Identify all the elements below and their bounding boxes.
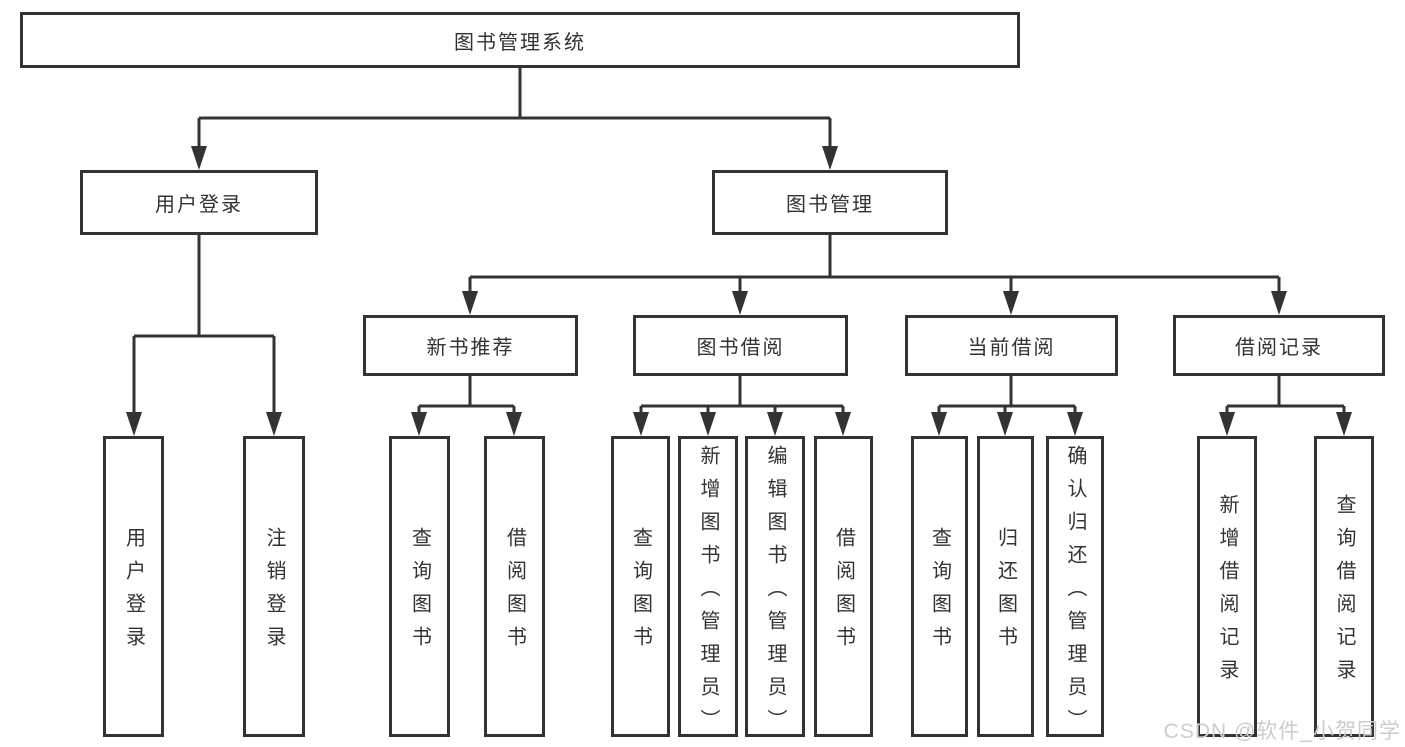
leaf-label: 归还图书 xyxy=(994,527,1017,659)
node-user-login: 用户登录 xyxy=(80,170,318,235)
arrowhead-icon xyxy=(191,146,207,170)
node-label: 新书推荐 xyxy=(426,337,515,359)
leaf-add-books-admin: 新增图书（管理员） xyxy=(678,436,738,742)
leaf-edit-books-admin: 编辑图书（管理员） xyxy=(745,436,805,742)
csdn-watermark: CSDN @软件_小贺同学 xyxy=(1163,720,1401,743)
arrowhead-icon xyxy=(700,412,716,436)
node-current-borrowing: 当前借阅 xyxy=(905,315,1118,376)
leaf-add-borrow-record: 新增借阅记录 xyxy=(1197,436,1257,737)
leaf-query-books-current: 查询图书 xyxy=(911,436,968,737)
connector-root-to-level2 xyxy=(191,68,838,170)
leaf-label: 新增图书（管理员） xyxy=(697,444,719,742)
arrowhead-icon xyxy=(1219,412,1235,436)
leaf-label: 借阅图书 xyxy=(832,527,855,659)
node-book-management: 图书管理 xyxy=(712,170,948,235)
connector-current-to-leaves xyxy=(931,376,1083,436)
leaf-label: 用户登录 xyxy=(122,527,145,659)
connector-line xyxy=(468,235,1281,295)
arrowhead-icon xyxy=(266,412,282,436)
connector-borrowing-to-leaves xyxy=(633,376,851,436)
connector-records-to-leaves xyxy=(1219,376,1352,436)
arrowhead-icon xyxy=(1336,412,1352,436)
connector-line xyxy=(197,68,832,150)
connector-line xyxy=(132,235,276,416)
arrowhead-icon xyxy=(633,412,649,436)
connector-line xyxy=(937,376,1077,416)
leaf-label: 注销登录 xyxy=(263,527,285,659)
node-root: 图书管理系统 xyxy=(20,12,1020,68)
leaf-label: 查询图书 xyxy=(629,527,652,659)
node-label: 图书管理系统 xyxy=(454,31,586,54)
connector-newbook-to-leaves xyxy=(411,376,522,436)
arrowhead-icon xyxy=(1067,412,1083,436)
leaf-label: 查询图书 xyxy=(408,527,431,659)
connector-userlogin-to-leaves xyxy=(126,235,282,436)
leaf-user-login: 用户登录 xyxy=(103,436,164,737)
node-label: 图书借阅 xyxy=(696,337,785,359)
leaf-label: 查询图书 xyxy=(928,527,951,659)
leaf-logout: 注销登录 xyxy=(243,436,305,737)
arrowhead-icon xyxy=(1003,291,1019,315)
node-label: 图书管理 xyxy=(786,194,874,216)
arrowhead-icon xyxy=(732,291,748,315)
arrowhead-icon xyxy=(411,412,427,436)
leaf-label: 确认归还（管理员） xyxy=(1064,444,1086,742)
connector-line xyxy=(417,376,516,416)
leaf-return-books: 归还图书 xyxy=(977,436,1034,737)
arrowhead-icon xyxy=(126,412,142,436)
leaf-borrow-books-borrowing: 借阅图书 xyxy=(814,436,873,737)
leaf-label: 查询借阅记录 xyxy=(1333,494,1355,692)
leaf-query-books-borrowing: 查询图书 xyxy=(611,436,670,737)
arrowhead-icon xyxy=(462,291,478,315)
arrowhead-icon xyxy=(822,146,838,170)
connector-line xyxy=(639,376,845,416)
leaf-label: 新增借阅记录 xyxy=(1216,494,1238,692)
arrowhead-icon xyxy=(506,412,522,436)
node-borrowing-records: 借阅记录 xyxy=(1173,315,1385,376)
node-book-borrowing: 图书借阅 xyxy=(633,315,848,376)
leaf-borrow-books-newrec: 借阅图书 xyxy=(484,436,545,737)
connector-line xyxy=(1225,376,1346,416)
arrowhead-icon xyxy=(1271,291,1287,315)
node-label: 借阅记录 xyxy=(1235,337,1323,359)
leaf-label: 编辑图书（管理员） xyxy=(764,444,786,742)
leaf-confirm-return-admin: 确认归还（管理员） xyxy=(1046,436,1104,742)
node-label: 用户登录 xyxy=(155,194,243,216)
arrowhead-icon xyxy=(931,412,947,436)
node-new-book-recommend: 新书推荐 xyxy=(363,315,578,376)
leaf-query-borrow-record: 查询借阅记录 xyxy=(1314,436,1374,737)
arrowhead-icon xyxy=(997,412,1013,436)
connector-bookmgmt-to-level3 xyxy=(462,235,1287,315)
arrowhead-icon xyxy=(835,412,851,436)
node-label: 当前借阅 xyxy=(967,337,1056,359)
leaf-query-books-newrec: 查询图书 xyxy=(389,436,450,737)
leaf-label: 借阅图书 xyxy=(503,527,526,659)
arrowhead-icon xyxy=(767,412,783,436)
